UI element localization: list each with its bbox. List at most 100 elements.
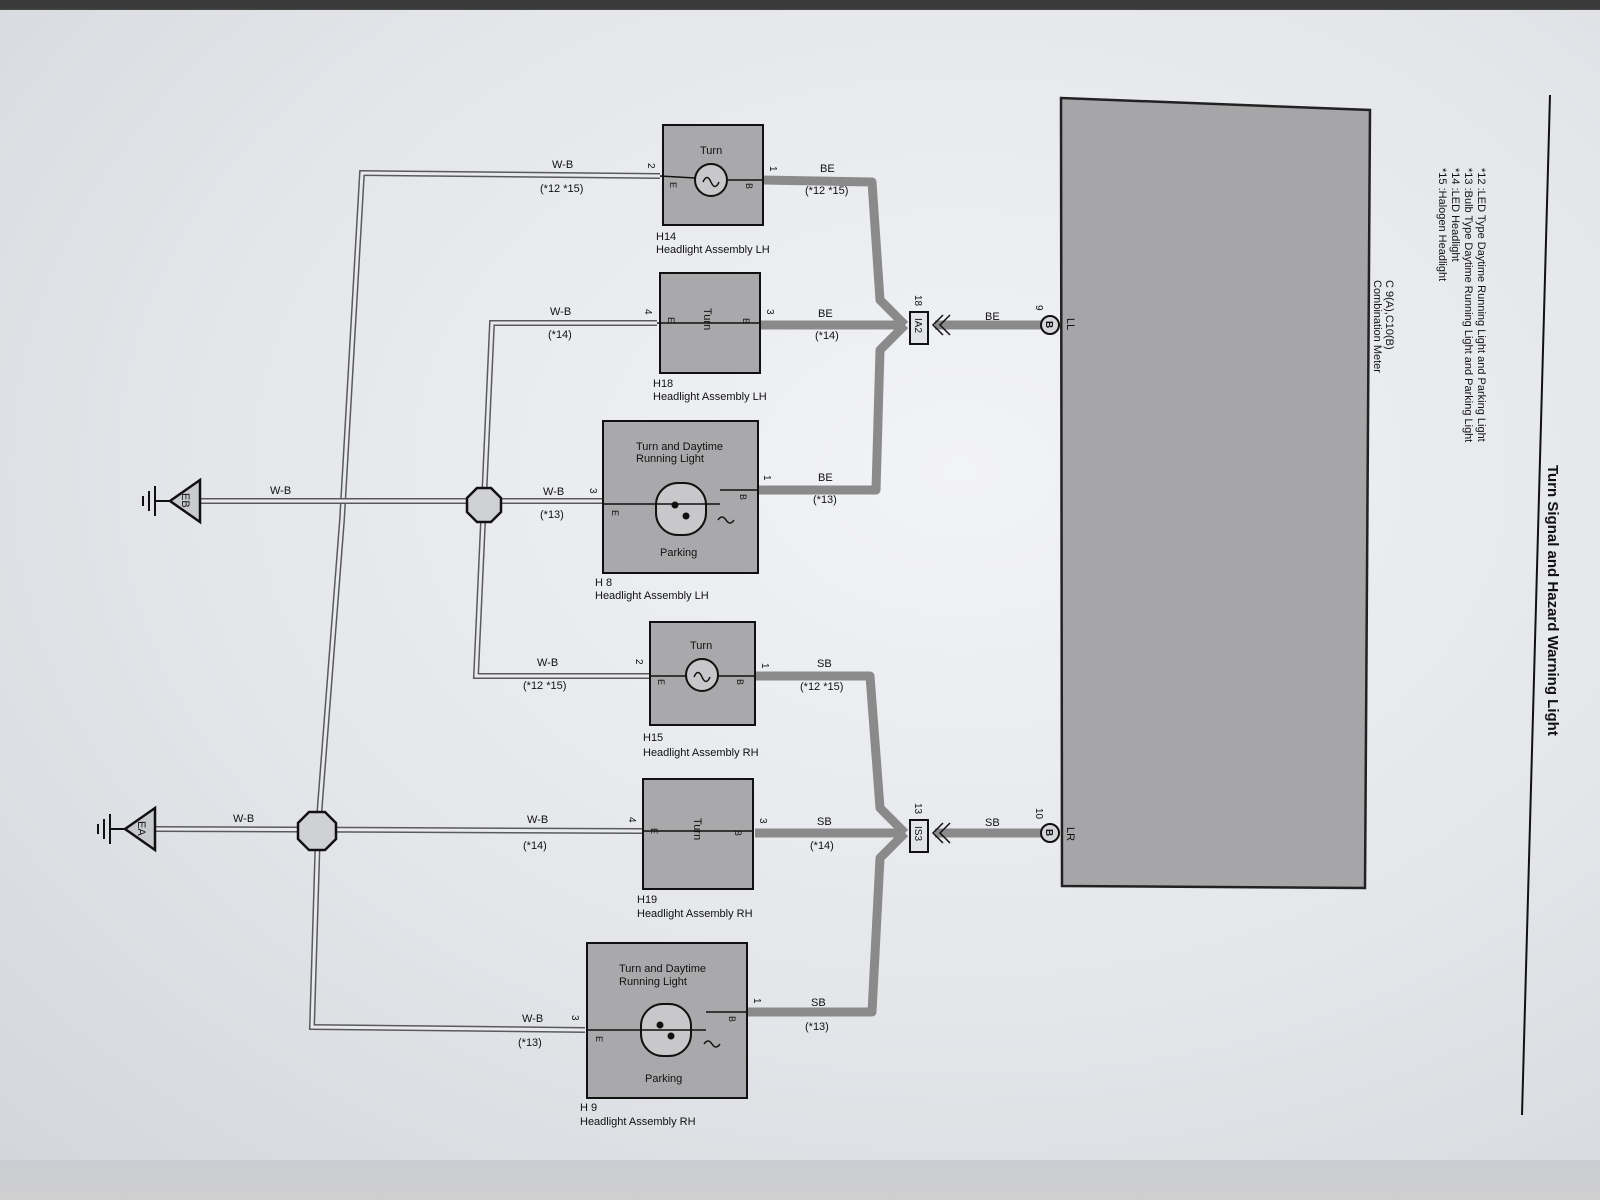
wire-wb-h9: W-B (522, 1013, 543, 1025)
wire-wb-h9-cond: (*13) (518, 1037, 542, 1049)
h9-terminal-b: B (727, 1016, 737, 1022)
h19-label: Turn (691, 818, 703, 840)
wire-sb-h19-cond: (*14) (810, 840, 834, 852)
wire-sb-h9-cond: (*13) (805, 1021, 829, 1033)
h8-label-top-1: Turn and Daytime (636, 441, 723, 453)
ground-junction-lh (465, 486, 503, 524)
h8-label-top-2: Running Light (636, 453, 704, 465)
ground-eb-label: EB (179, 493, 191, 508)
note-15: *15 :Halogen Headlight (1436, 168, 1448, 281)
wire-wb-ea: W-B (233, 813, 254, 825)
h14-name: Headlight Assembly LH (656, 244, 770, 256)
h14-label: Turn (700, 145, 722, 157)
wire-be-h18-cond: (*14) (815, 330, 839, 342)
wire-wb-h18-cond: (*14) (548, 329, 572, 341)
ground-ea-label: EA (135, 821, 147, 836)
combination-meter-box (1059, 96, 1372, 890)
h15-pin-e: 2 (633, 659, 644, 665)
h8-pin-b: 1 (761, 475, 772, 481)
h8-pin-e: 3 (587, 488, 598, 494)
wire-be-h14-cond: (*12 *15) (805, 185, 848, 197)
wire-sb-h19: SB (817, 816, 832, 828)
h18-pin-e: 4 (642, 309, 653, 315)
h9-label-bottom: Parking (645, 1073, 682, 1085)
meter-connector-lr (1040, 823, 1060, 843)
connector-is3: IS3 13 (909, 803, 951, 853)
wire-wb-eb: W-B (270, 485, 291, 497)
ground-junction-rh (296, 810, 338, 852)
connector-ia2: IA2 18 (909, 295, 951, 345)
wb-ground-harness (154, 169, 661, 1033)
meter-pin-lr: LR (1064, 827, 1076, 841)
wire-wb-h15-cond: (*12 *15) (523, 680, 566, 692)
wire-sb-h9: SB (811, 997, 826, 1009)
wire-sb-h15: SB (817, 658, 832, 670)
wire-sb-h15-cond: (*12 *15) (800, 681, 843, 693)
h18-name: Headlight Assembly LH (653, 391, 767, 403)
connector-is3-pin: 13 (912, 803, 923, 815)
h14-terminal-e: E (668, 182, 678, 188)
ground-ea-symbol: EA (97, 805, 157, 853)
h14-pin-e: 2 (645, 163, 656, 169)
component-h14: Turn E B 2 1 H14 Headlight Assembly LH (645, 124, 778, 256)
wire-be-main: BE (985, 311, 1000, 323)
wire-be-h8: BE (818, 472, 833, 484)
wire-be-h8-cond: (*13) (813, 494, 837, 506)
h9-label-top-1: Turn and Daytime (619, 963, 706, 975)
wire-be-h14: BE (820, 163, 835, 175)
connector-ia2-pin: 18 (912, 295, 923, 307)
h14-terminal-b: B (744, 183, 754, 189)
h15-code: H15 (643, 732, 663, 744)
h19-terminal-b: B (733, 830, 743, 836)
notes-block: *12 :LED Type Daytime Running Light and … (1436, 168, 1487, 442)
title-rule (1521, 94, 1551, 1116)
wire-wb-h14: W-B (552, 159, 573, 171)
h9-pin-b: 1 (751, 998, 762, 1004)
meter-connector-lr-pin: 10 (1033, 808, 1044, 820)
h15-name: Headlight Assembly RH (643, 747, 759, 759)
h18-terminal-b: B (741, 318, 751, 324)
meter-name: Combination Meter (1371, 280, 1383, 373)
component-h18: Turn E B 4 3 H18 Headlight Assembly LH (642, 272, 775, 403)
note-12: *12 :LED Type Daytime Running Light and … (1475, 168, 1487, 442)
h9-pin-e: 3 (569, 1015, 580, 1021)
h9-label-top-2: Running Light (619, 976, 687, 988)
h19-code: H19 (637, 894, 657, 906)
h8-terminal-b: B (738, 494, 748, 500)
h19-pin-e: 4 (626, 817, 637, 823)
be-wire-harness (755, 175, 1050, 495)
sb-wire-harness (745, 671, 1050, 1017)
note-13: *13 :Bulb Type Daytime Running Light and… (1462, 168, 1474, 442)
h18-label: Turn (701, 308, 713, 330)
wire-wb-h8: W-B (543, 486, 564, 498)
wire-wb-h18: W-B (550, 306, 571, 318)
h9-terminal-e: E (594, 1036, 604, 1042)
meter-connector-lr-letter: B (1043, 829, 1054, 836)
meter-connector-ll-letter: B (1043, 321, 1054, 328)
wire-wb-h19: W-B (527, 814, 548, 826)
h8-terminal-e: E (610, 510, 620, 516)
wire-wb-h8-cond: (*13) (540, 509, 564, 521)
diagram-title: Turn Signal and Hazard Warning Light (1544, 465, 1561, 736)
h9-name: Headlight Assembly RH (580, 1116, 696, 1128)
h15-terminal-b: B (735, 679, 745, 685)
wire-wb-h15: W-B (537, 657, 558, 669)
h14-pin-b: 1 (767, 166, 778, 172)
connector-is3-label: IS3 (912, 826, 923, 841)
h9-code: H 9 (580, 1102, 597, 1114)
meter-code: C 9(A),C10(B) (1383, 280, 1395, 350)
meter-connector-ll-pin: 9 (1033, 305, 1044, 311)
component-h15: Turn E B 2 1 H15 Headlight Assembly RH (633, 621, 770, 759)
note-14: *14 :LED Headlight (1449, 168, 1461, 262)
h8-label-bottom: Parking (660, 547, 697, 559)
h19-terminal-e: E (649, 828, 659, 834)
ground-eb-symbol: EB (142, 477, 202, 525)
h18-terminal-e: E (666, 317, 676, 323)
h15-label: Turn (690, 640, 712, 652)
h18-pin-b: 3 (764, 309, 775, 315)
h15-terminal-e: E (656, 679, 666, 685)
h15-pin-b: 1 (759, 663, 770, 669)
wire-sb-main: SB (985, 817, 1000, 829)
